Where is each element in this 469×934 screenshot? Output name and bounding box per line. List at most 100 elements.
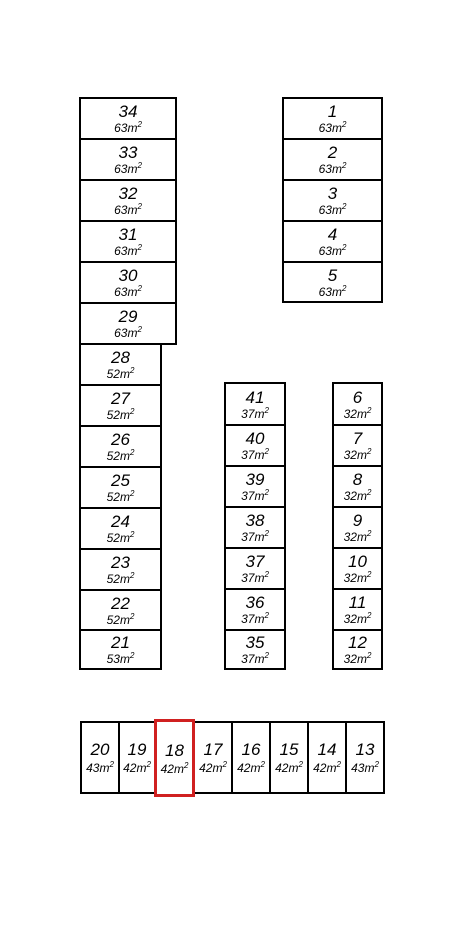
unit-area: 32m2: [343, 447, 372, 462]
unit-area: 37m2: [241, 570, 269, 585]
unit-number: 29: [118, 307, 138, 326]
unit-area: 32m2: [343, 405, 372, 421]
unit-number: 2: [327, 143, 338, 162]
unit-area: 52m2: [106, 571, 135, 586]
unit-number: 6: [352, 387, 363, 407]
unit-area: 63m2: [114, 120, 142, 135]
unit-number: 41: [245, 387, 265, 407]
unit-area: 32m2: [343, 570, 372, 585]
unit-number: 13: [355, 740, 375, 759]
unit-number: 18: [165, 740, 184, 760]
unit-number: 22: [111, 594, 130, 613]
unit-number: 38: [245, 511, 265, 530]
unit-area: 32m2: [343, 488, 372, 503]
unit-area: 63m2: [318, 243, 347, 258]
unit-area: 52m2: [106, 407, 135, 422]
unit-number: 16: [241, 740, 261, 759]
unit-area: 63m2: [318, 120, 347, 135]
unit-area: 42m2: [275, 760, 303, 775]
unit-area: 53m2: [106, 651, 135, 666]
unit-area: 37m2: [241, 447, 269, 462]
unit-area: 63m2: [318, 161, 347, 176]
unit-number: 11: [348, 593, 367, 612]
unit-number: 28: [111, 348, 130, 367]
unit-area: 52m2: [106, 489, 135, 504]
unit-number: 1: [327, 102, 338, 121]
unit-area: 42m2: [123, 760, 151, 775]
unit-number: 34: [118, 102, 138, 121]
unit-area: 42m2: [199, 760, 227, 775]
unit-area: 63m2: [114, 325, 142, 340]
unit-number: 17: [203, 740, 223, 759]
unit-area: 52m2: [106, 448, 135, 463]
unit-number: 7: [352, 429, 363, 448]
unit-number: 27: [111, 389, 130, 408]
unit-number: 21: [111, 633, 130, 652]
unit-area: 37m2: [241, 611, 269, 626]
unit-number: 19: [127, 740, 147, 759]
unit-area: 32m2: [343, 651, 372, 666]
unit-number: 23: [111, 553, 130, 572]
unit-area: 52m2: [106, 366, 135, 381]
unit-area: 63m2: [114, 161, 142, 176]
unit-area: 52m2: [106, 612, 135, 627]
unit-number: 36: [245, 593, 265, 612]
unit-number: 26: [111, 430, 130, 449]
unit-number: 24: [111, 512, 130, 531]
unit-number: 14: [317, 740, 337, 759]
unit-area: 32m2: [343, 611, 372, 626]
unit-area: 43m2: [86, 760, 114, 775]
unit-area: 37m2: [241, 488, 269, 503]
unit-number: 3: [327, 184, 338, 203]
unit-number: 39: [245, 470, 265, 489]
unit-number: 25: [111, 471, 130, 490]
unit-area: 37m2: [241, 529, 269, 544]
unit-number: 5: [327, 265, 338, 285]
unit-area: 63m2: [114, 202, 142, 217]
unit-number: 31: [118, 225, 138, 244]
unit-area: 63m2: [318, 202, 347, 217]
unit-area: 52m2: [106, 530, 135, 545]
